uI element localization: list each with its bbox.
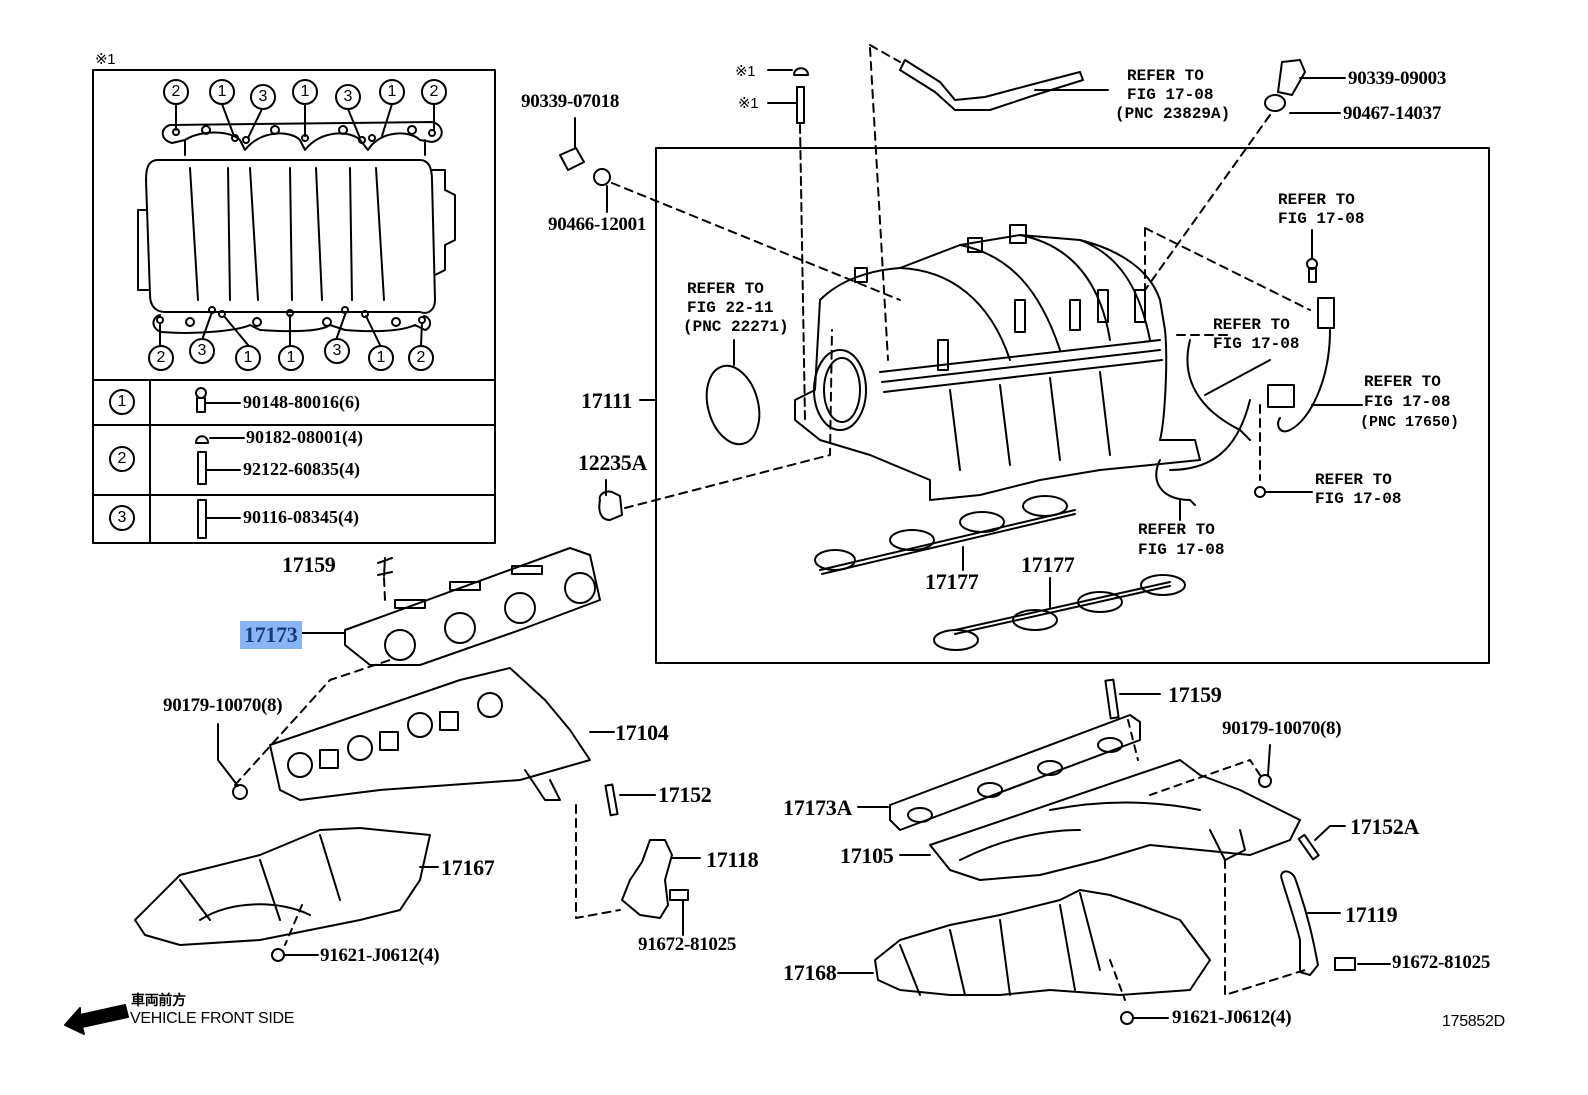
part-label-17152[interactable]: 17152 <box>658 782 712 807</box>
part-label-91621-J0612[interactable]: 91621-J0612(4) <box>320 945 440 966</box>
callout-top: 1 <box>292 79 318 105</box>
part-label-91672-81025[interactable]: 91672-81025 <box>1392 952 1491 973</box>
grommet-12235A <box>598 490 623 521</box>
intake-gaskets-17177 <box>814 495 1186 651</box>
exhaust-manifold-17104 <box>217 659 615 801</box>
sensor-wiring-right <box>1155 229 1363 521</box>
part-label-90467-14037[interactable]: 90467-14037 <box>1343 103 1442 124</box>
part-label-17159[interactable]: 17159 <box>282 552 336 577</box>
part-label-17173A[interactable]: 17173A <box>783 795 853 820</box>
vehicle-front-japanese: 車両前方 <box>131 992 186 1008</box>
callout-bottom: 2 <box>148 345 174 371</box>
refer-label-sensor[interactable]: FIG 17-08 <box>1213 335 1300 353</box>
part-label-17173-selected[interactable]: 17173 <box>240 621 302 649</box>
part-label-17111[interactable]: 17111 <box>581 388 633 413</box>
callout-top: 2 <box>421 79 447 105</box>
part-label-91672-81025[interactable]: 91672-81025 <box>638 934 737 955</box>
refer-label-ring[interactable]: (PNC 22271) <box>683 318 789 336</box>
part-label-90179-10070[interactable]: 90179-10070(8) <box>1222 718 1342 739</box>
refer-label-bolt[interactable]: REFER TO <box>1278 191 1355 209</box>
refer-label-wire[interactable]: FIG 17-08 <box>1364 393 1451 411</box>
part-label-17119[interactable]: 17119 <box>1345 902 1398 927</box>
callout-bottom: 1 <box>278 345 304 371</box>
stud-17152A <box>1297 825 1346 861</box>
part-label-90466-12001[interactable]: 90466-12001 <box>548 214 647 235</box>
heat-insulator-17167 <box>134 827 439 962</box>
vehicle-front-label: VEHICLE FRONT SIDE <box>130 1010 295 1027</box>
hose-90339-09003 <box>1144 59 1346 311</box>
part-label-12235A[interactable]: 12235A <box>578 450 648 475</box>
part-label-17168[interactable]: 17168 <box>783 960 837 985</box>
callout-top: 3 <box>250 84 276 110</box>
refer-label-lower-bolt[interactable]: FIG 17-08 <box>1315 490 1402 508</box>
part-label-91621-J0612[interactable]: 91621-J0612(4) <box>1172 1007 1292 1028</box>
callout-top: 1 <box>209 79 235 105</box>
callout-bottom: 3 <box>189 338 215 364</box>
callout-bottom: 3 <box>324 338 350 364</box>
part-label-90179-10070[interactable]: 90179-10070(8) <box>163 695 283 716</box>
part-label-17159[interactable]: 17159 <box>1168 682 1222 707</box>
callout-top: 2 <box>163 79 189 105</box>
legend-part[interactable]: 90182-08001(4) <box>246 427 363 447</box>
exhaust-gasket-17173A <box>857 678 1161 831</box>
refer-label-bolt[interactable]: FIG 17-08 <box>1278 210 1365 228</box>
part-label-17118[interactable]: 17118 <box>706 847 759 872</box>
legend-part[interactable]: 90148-80016(6) <box>243 392 360 412</box>
figure-id: 175852D <box>1442 1013 1505 1030</box>
refer-label-lower-bolt[interactable]: REFER TO <box>1315 471 1392 489</box>
callout-top: 1 <box>379 79 405 105</box>
part-label-17177[interactable]: 17177 <box>1021 552 1075 577</box>
marker-stud: ※1 <box>738 95 759 112</box>
part-label-17104[interactable]: 17104 <box>615 720 669 745</box>
hose-90339-07018 <box>559 117 901 301</box>
intake-assembly-frame <box>655 147 1490 664</box>
pcv-hose-top <box>869 44 1109 361</box>
part-label-17167[interactable]: 17167 <box>441 855 495 880</box>
detail-box-frame <box>92 69 496 544</box>
refer-label-hose[interactable]: REFER TO <box>1127 67 1204 85</box>
refer-label-wire[interactable]: (PNC 17650) <box>1360 414 1460 431</box>
bracket-17118 <box>575 804 701 936</box>
callout-bottom: 2 <box>408 345 434 371</box>
legend-key: 3 <box>109 505 135 531</box>
callout-top: 3 <box>335 84 361 110</box>
legend-part[interactable]: 90116-08345(4) <box>243 507 359 527</box>
detail-marker: ※1 <box>95 51 116 68</box>
heat-insulator-17168 <box>837 889 1211 1025</box>
part-label-90339-09003[interactable]: 90339-09003 <box>1348 68 1447 89</box>
throttle-gasket-ring <box>705 364 761 446</box>
legend-key: 1 <box>109 389 135 415</box>
part-label-17152A[interactable]: 17152A <box>1350 814 1420 839</box>
legend-part[interactable]: 92122-60835(4) <box>243 459 360 479</box>
exhaust-gasket-17173 <box>299 547 601 666</box>
callout-bottom: 1 <box>368 345 394 371</box>
refer-label-sensor[interactable]: REFER TO <box>1213 316 1290 334</box>
bracket-17119 <box>1224 859 1391 996</box>
refer-label-ring[interactable]: REFER TO <box>687 280 764 298</box>
manifold-top-view <box>137 103 456 346</box>
refer-label-hose[interactable]: FIG 17-08 <box>1127 86 1214 104</box>
refer-label-hose-lower[interactable]: REFER TO <box>1138 521 1215 539</box>
refer-label-ring[interactable]: FIG 22-11 <box>687 299 774 317</box>
stud-17152 <box>604 783 656 817</box>
refer-label-hose[interactable]: (PNC 23829A) <box>1115 105 1231 123</box>
refer-label-wire[interactable]: REFER TO <box>1364 373 1441 391</box>
legend-fastener-icons <box>195 387 245 539</box>
marker-nut: ※1 <box>735 63 756 80</box>
legend-key: 2 <box>109 446 135 472</box>
callout-bottom: 1 <box>235 345 261 371</box>
part-label-17177[interactable]: 17177 <box>925 569 979 594</box>
stud-and-nut-top <box>767 67 809 421</box>
exhaust-manifold-17105 <box>899 744 1301 881</box>
intake-manifold-17111 <box>794 224 1201 501</box>
vehicle-front-arrow <box>64 1004 129 1035</box>
refer-label-hose-lower[interactable]: FIG 17-08 <box>1138 541 1225 559</box>
part-label-17105[interactable]: 17105 <box>840 843 894 868</box>
part-label-90339-07018[interactable]: 90339-07018 <box>521 91 620 112</box>
